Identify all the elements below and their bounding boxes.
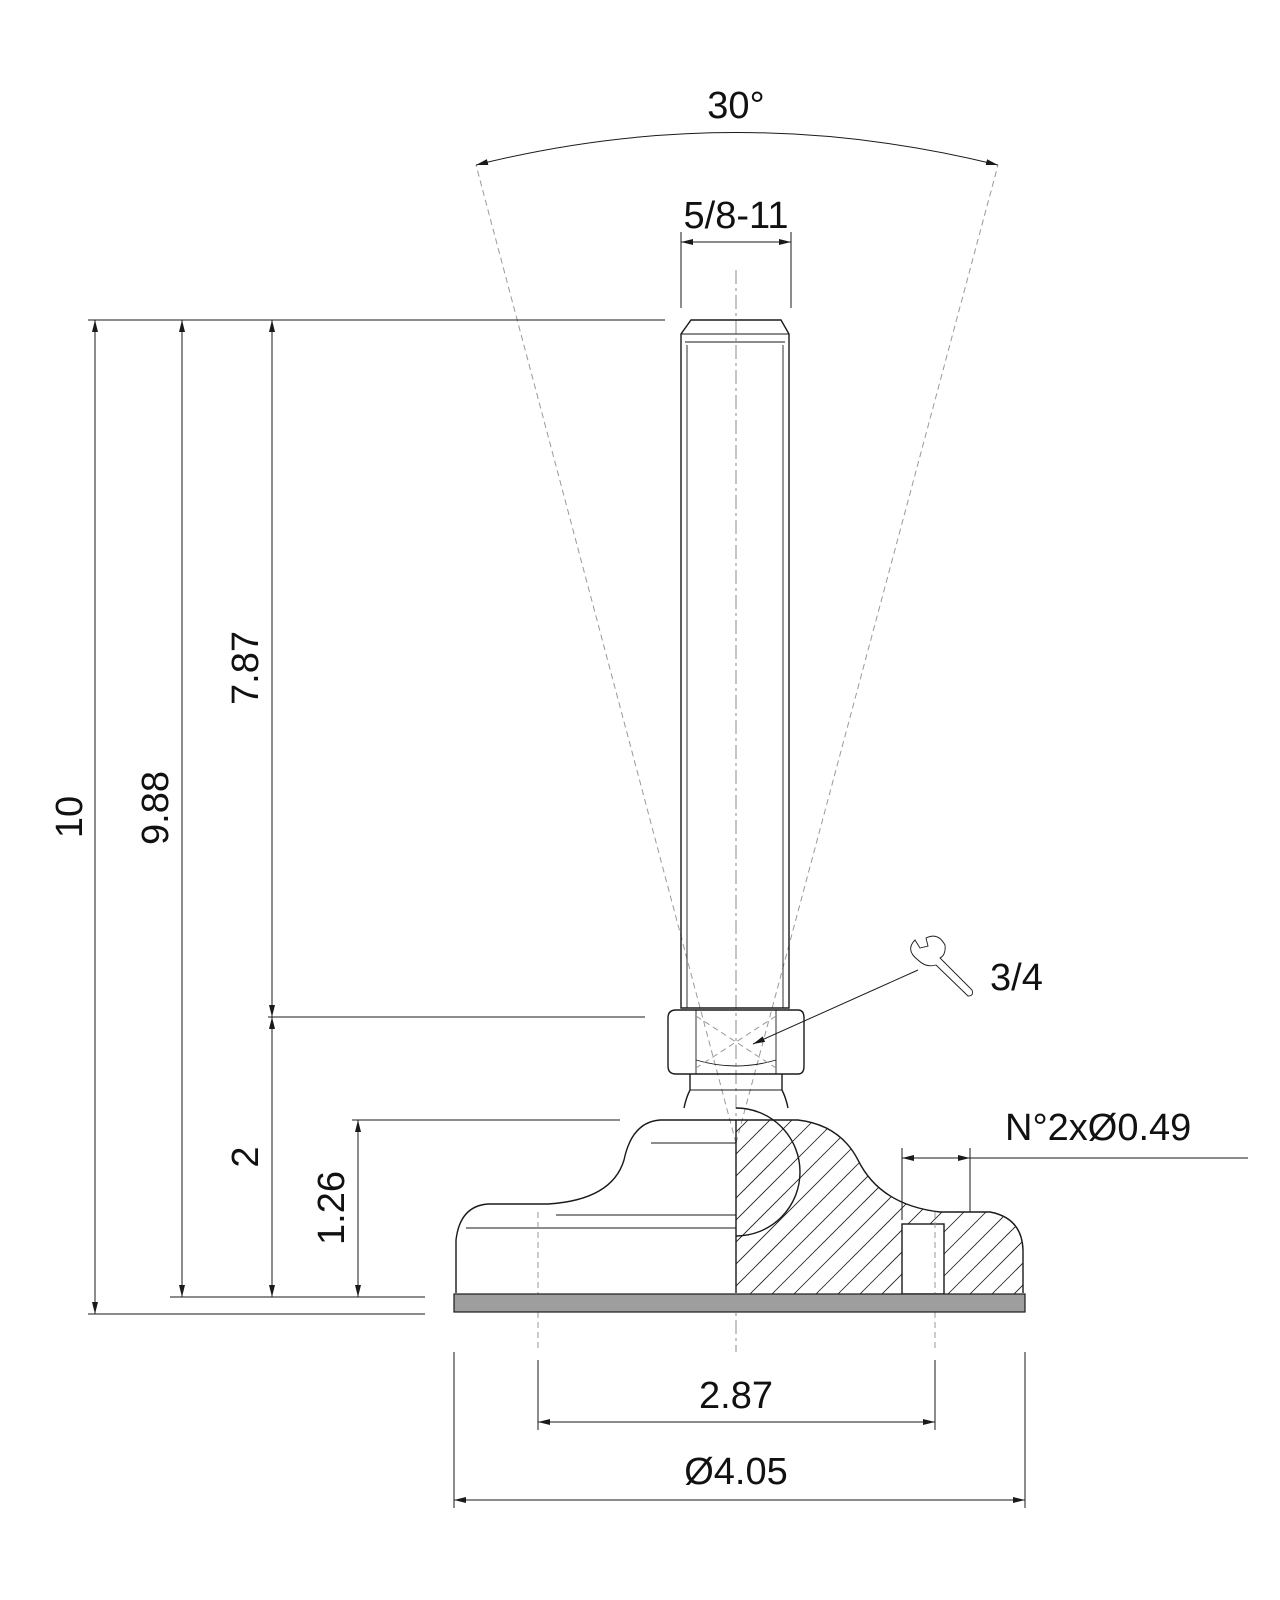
dim-988: 9.88 bbox=[135, 320, 185, 1297]
wrench-label: 3/4 bbox=[990, 957, 1043, 999]
section-hatch-line bbox=[736, 1120, 1023, 1295]
dim-hole-spacing: 2.87 bbox=[537, 1360, 936, 1430]
section-hatch-line bbox=[736, 1120, 1023, 1295]
dim-total-height-label: 10 bbox=[49, 796, 91, 838]
section-hatch-line bbox=[736, 1137, 1023, 1295]
rubber-pad bbox=[453, 1293, 1026, 1313]
section-hatch-line bbox=[736, 1120, 1023, 1213]
wrench-icon bbox=[910, 935, 973, 997]
dim-hole-spacing-label: 2.87 bbox=[699, 1375, 773, 1417]
tilt-cone bbox=[475, 164, 999, 1144]
section-hatch-line bbox=[700, 742, 1060, 1102]
dim-diameter-label: Ø4.05 bbox=[684, 1451, 788, 1493]
section-hatch-line bbox=[736, 1159, 1023, 1295]
section-hatch-line bbox=[736, 1203, 1023, 1295]
section-hatch-line bbox=[736, 1181, 1023, 1295]
dim-988-label: 9.88 bbox=[135, 771, 177, 845]
dim-total-height: 10 bbox=[49, 320, 98, 1314]
section-hatch-line bbox=[736, 1120, 1023, 1191]
section-hatch-line bbox=[736, 1269, 1023, 1295]
hex-nut bbox=[667, 1009, 805, 1075]
section-hatch-line bbox=[736, 1120, 1023, 1125]
dim-base-height: 2 bbox=[225, 1017, 275, 1297]
section-hatch-line bbox=[736, 1120, 1023, 1279]
holes-dimension: N°2xØ0.49 bbox=[901, 1107, 1248, 1220]
holes-label: N°2xØ0.49 bbox=[1005, 1107, 1191, 1149]
section-hatch-line bbox=[736, 1291, 1023, 1295]
thread-dimension: 5/8-11 bbox=[680, 195, 792, 308]
section-hatch-line bbox=[700, 720, 1060, 1080]
ball-neck bbox=[683, 1074, 801, 1237]
mounting-hole bbox=[901, 1223, 945, 1295]
section-hatch-line bbox=[736, 1120, 1023, 1257]
wrench-callout: 3/4 bbox=[752, 935, 1043, 1045]
dim-stud-length-label: 7.87 bbox=[225, 631, 267, 705]
extension-lines bbox=[88, 319, 665, 1315]
dim-126-label: 1.26 bbox=[311, 1171, 353, 1245]
dim-stud-length: 7.87 bbox=[225, 320, 275, 1017]
dim-diameter: Ø4.05 bbox=[453, 1352, 1026, 1508]
section-hatch-line bbox=[736, 1120, 1023, 1235]
thread-label: 5/8-11 bbox=[684, 195, 789, 237]
angle-label: 30° bbox=[707, 85, 764, 127]
dim-126: 1.26 bbox=[311, 1120, 361, 1297]
section-hatch-line bbox=[736, 1120, 1023, 1295]
threaded-stud bbox=[680, 319, 790, 1009]
dim-base-height-label: 2 bbox=[225, 1146, 267, 1167]
base-left bbox=[455, 1119, 736, 1352]
angle-dimension: 30° bbox=[475, 85, 999, 166]
section-hatch-line bbox=[736, 1120, 1023, 1295]
section-hatch-line bbox=[736, 1225, 1023, 1295]
